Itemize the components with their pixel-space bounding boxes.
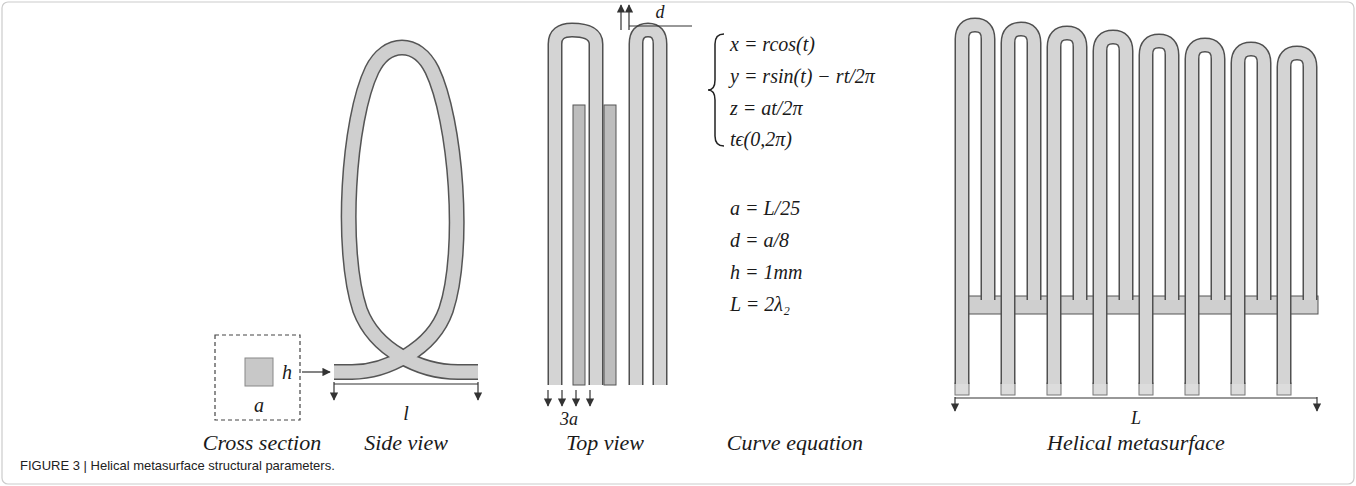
top-view — [548, 5, 692, 406]
parameter-value: d = a/8 — [730, 229, 789, 251]
coil-band — [1238, 49, 1264, 384]
wire-end — [1231, 383, 1245, 395]
dimension-line — [629, 25, 692, 26]
coil-outline — [1054, 33, 1080, 384]
equation-line: z = at/2π — [730, 97, 802, 119]
cross-section — [215, 335, 330, 420]
dimension-arrow — [589, 390, 590, 406]
coil-outline — [636, 30, 660, 385]
equation-line: y = rsin(t) − rt/2π — [730, 65, 875, 87]
helical-metasurface — [955, 25, 1318, 411]
equation-line: tϵ(0,2π) — [730, 128, 792, 150]
dimension-arrow — [620, 5, 621, 30]
wire-end — [1047, 383, 1061, 395]
panel-label: Curve equation — [727, 431, 863, 455]
coil-band — [1146, 41, 1172, 384]
dimension-line — [334, 383, 478, 384]
wire-end — [1277, 383, 1291, 395]
dimension-arrow — [954, 397, 955, 411]
dimension-arrow — [477, 382, 478, 400]
coil-outline — [1238, 49, 1264, 384]
curly-brace — [708, 34, 724, 146]
dashed-box — [215, 335, 300, 420]
equation-line: x = rcos(t) — [730, 33, 815, 55]
dimension-arrow — [575, 390, 576, 406]
coil-band — [1008, 29, 1034, 384]
coil-outline — [1284, 53, 1310, 384]
coil-band — [1192, 45, 1218, 384]
wire-end — [955, 383, 969, 395]
coil-outline — [555, 30, 596, 385]
panel-label: Top view — [566, 431, 644, 455]
parameter-value: h = 1mm — [730, 261, 802, 283]
panel-label: Cross section — [203, 431, 321, 455]
band-fill — [334, 48, 478, 373]
coil-outline — [1008, 29, 1034, 384]
dimension-symbol: l — [403, 402, 409, 424]
coil-outline — [962, 25, 988, 384]
dimension-arrow — [547, 390, 548, 406]
side-view-loop — [334, 48, 478, 401]
figure-caption: FIGURE 3 | Helical metasurface structura… — [20, 459, 335, 473]
wire-end — [1185, 383, 1199, 395]
wire-end — [1093, 383, 1107, 395]
wire-end — [1001, 383, 1015, 395]
dimension-arrow — [561, 390, 562, 406]
coil-band — [962, 25, 988, 384]
dimension-symbol: a — [254, 394, 264, 416]
coil-outline — [1192, 45, 1218, 384]
dimension-symbol: L — [1131, 409, 1141, 429]
dimension-arrow — [333, 382, 334, 400]
dimension-symbol: h — [282, 361, 292, 383]
dimension-symbol: d — [656, 3, 665, 23]
parameter-value: L = 2λ₂ — [730, 293, 790, 315]
panel-label: Side view — [364, 431, 448, 455]
coil-band — [636, 30, 660, 385]
coil-band — [1100, 37, 1126, 384]
wire-section — [245, 358, 273, 386]
coil-band — [1054, 33, 1080, 384]
pointer-arrow — [302, 371, 330, 372]
coil-outline — [1100, 37, 1126, 384]
coil-band — [555, 30, 596, 385]
panel-label: Helical metasurface — [1047, 431, 1225, 455]
coil-band — [1284, 53, 1310, 384]
dimension-symbol: 3a — [560, 410, 578, 430]
dimension-line — [955, 397, 1317, 398]
parameter-value: a = L/25 — [730, 197, 800, 219]
coil-outline — [1146, 41, 1172, 384]
band-outline — [334, 48, 478, 373]
wire-end — [1139, 383, 1153, 395]
dimension-arrow — [1316, 397, 1317, 411]
inner-strip — [573, 105, 585, 385]
inner-strip — [604, 105, 616, 385]
